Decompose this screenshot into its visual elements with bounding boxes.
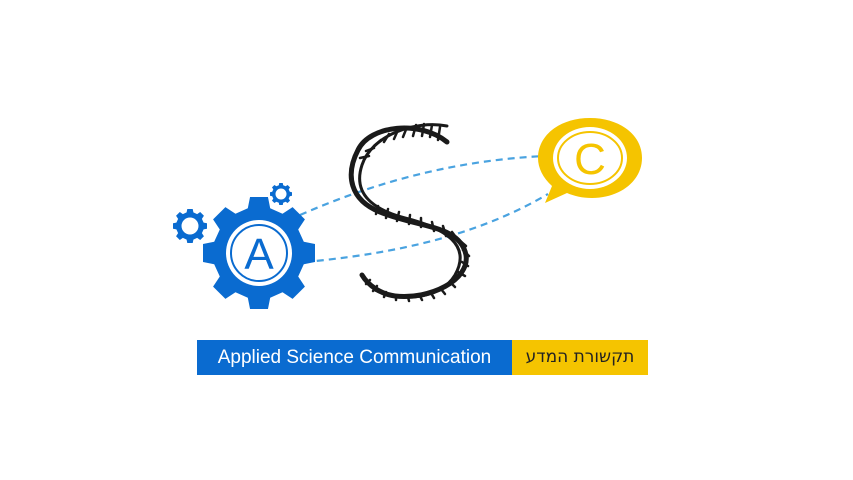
dna-helix-icon — [348, 122, 471, 303]
connector-bottom — [304, 193, 549, 264]
dashed-connectors — [299, 154, 549, 264]
letter-c: C — [574, 135, 606, 184]
letter-a: A — [244, 230, 274, 279]
tagline-english: Applied Science Communication — [197, 340, 512, 375]
letter-a-circle — [226, 220, 292, 286]
connector-top — [299, 154, 546, 217]
gear-icon — [173, 209, 207, 243]
tagline-banner: Applied Science Communication תקשורת המד… — [197, 340, 648, 375]
tagline-hebrew: תקשורת המדע — [512, 340, 648, 375]
gear-icon — [270, 183, 292, 205]
speech-bubble-icon — [538, 118, 642, 203]
